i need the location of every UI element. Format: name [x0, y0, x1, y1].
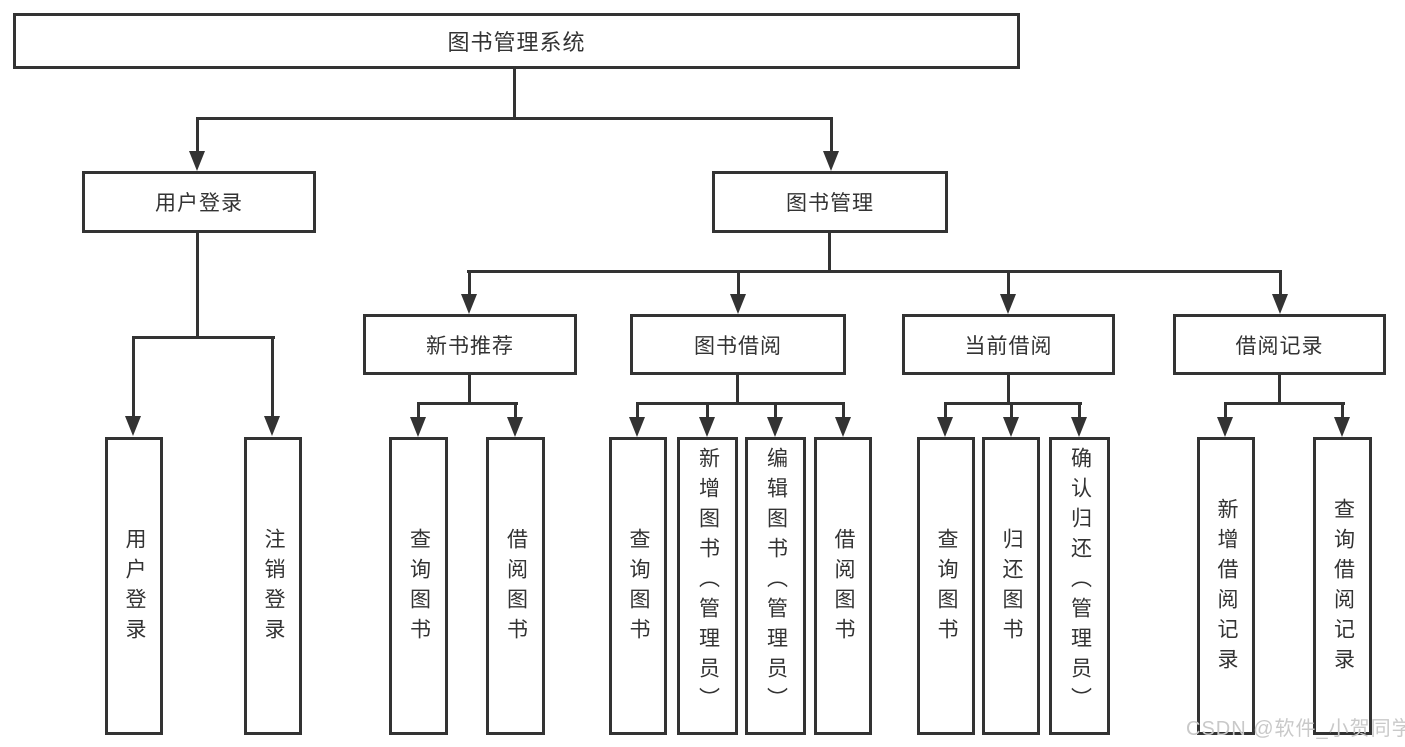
arrow-down-icon [507, 417, 523, 437]
leaf-bookborrow-edit-books-admin-label: 编辑图书（管理员） [764, 447, 788, 717]
connector-currentborrow-stem-1 [944, 402, 947, 418]
leaf-user-login-label: 用户登录 [123, 528, 146, 648]
connector-bookmgmt-hline [467, 270, 1282, 273]
leaf-bookborrow-add-books-admin: 新增图书（管理员） [677, 437, 738, 735]
arrow-down-icon [699, 417, 715, 437]
connector-currentborrow-stem-2 [1010, 402, 1013, 418]
leaf-bookborrow-query-books: 查询图书 [609, 437, 667, 735]
node-current-borrow-label: 当前借阅 [964, 334, 1053, 358]
node-new-book-recommend: 新书推荐 [363, 314, 577, 375]
node-library-system-label: 图书管理系统 [447, 30, 586, 55]
leaf-currentborrow-confirm-return-admin: 确认归还（管理员） [1049, 437, 1110, 735]
leaf-currentborrow-query-books-label: 查询图书 [935, 528, 958, 648]
connector-bookborrow-hline [636, 402, 845, 405]
connector-bookborrow-stem-1 [636, 402, 639, 418]
connector-borrowrecords-stem-2 [1341, 402, 1344, 418]
arrow-down-icon [125, 416, 141, 436]
arrow-down-icon [1217, 417, 1233, 437]
node-book-management-label: 图书管理 [786, 192, 874, 215]
leaf-newbooks-borrow-books: 借阅图书 [486, 437, 545, 735]
leaf-currentborrow-return-books-label: 归还图书 [1000, 528, 1023, 648]
node-new-book-recommend-label: 新书推荐 [426, 334, 514, 358]
leaf-currentborrow-query-books: 查询图书 [917, 437, 975, 735]
arrow-down-icon [1000, 294, 1016, 314]
connector-newbooks-stem-2 [514, 402, 517, 418]
connector-userlogin-stem-1 [132, 336, 135, 417]
node-borrow-records: 借阅记录 [1173, 314, 1386, 375]
arrow-down-icon [1071, 417, 1087, 437]
connector-bookmgmt-stem-1 [468, 270, 471, 295]
arrow-down-icon [1003, 417, 1019, 437]
connector-currentborrow-hline [944, 402, 1082, 405]
node-user-login-label: 用户登录 [155, 192, 243, 215]
connector-bookborrow-stem-2 [706, 402, 709, 418]
node-borrow-records-label: 借阅记录 [1235, 334, 1324, 358]
leaf-logout: 注销登录 [244, 437, 302, 735]
leaf-records-add-record: 新增借阅记录 [1197, 437, 1255, 735]
leaf-bookborrow-query-books-label: 查询图书 [627, 528, 650, 648]
node-user-login: 用户登录 [82, 171, 316, 233]
arrow-down-icon [937, 417, 953, 437]
connector-borrowrecords-vline [1278, 375, 1281, 405]
connector-userlogin-stem-2 [271, 336, 274, 417]
leaf-records-add-record-label: 新增借阅记录 [1215, 498, 1238, 678]
connector-root-vline [513, 69, 516, 119]
arrow-down-icon [189, 151, 205, 171]
arrow-down-icon [461, 294, 477, 314]
connector-bookmgmt-stem-3 [1007, 270, 1010, 295]
arrow-down-icon [264, 416, 280, 436]
connector-currentborrow-stem-3 [1078, 402, 1081, 418]
node-current-borrow: 当前借阅 [902, 314, 1115, 375]
leaf-bookborrow-borrow-books: 借阅图书 [814, 437, 872, 735]
node-library-system: 图书管理系统 [13, 13, 1020, 69]
leaf-bookborrow-borrow-books-label: 借阅图书 [832, 528, 855, 648]
connector-root-hline [196, 117, 833, 120]
arrow-down-icon [1272, 294, 1288, 314]
arrow-down-icon [730, 294, 746, 314]
leaf-logout-label: 注销登录 [262, 528, 285, 648]
csdn-watermark: CSDN @软件_小贺同学 [1186, 718, 1405, 740]
connector-currentborrow-vline [1007, 375, 1010, 405]
leaf-bookborrow-edit-books-admin: 编辑图书（管理员） [745, 437, 806, 735]
leaf-records-query-record-label: 查询借阅记录 [1331, 498, 1355, 678]
node-book-borrow: 图书借阅 [630, 314, 846, 375]
leaf-currentborrow-return-books: 归还图书 [982, 437, 1040, 735]
node-book-borrow-label: 图书借阅 [694, 334, 782, 358]
leaf-bookborrow-add-books-admin-label: 新增图书（管理员） [696, 447, 720, 717]
leaf-user-login: 用户登录 [105, 437, 163, 735]
connector-bookmgmt-vline [828, 233, 831, 273]
connector-root-stem-right [830, 117, 833, 152]
leaf-currentborrow-confirm-return-admin-label: 确认归还（管理员） [1068, 447, 1092, 717]
connector-newbooks-stem-1 [417, 402, 420, 418]
connector-bookborrow-stem-3 [774, 402, 777, 418]
arrow-down-icon [1334, 417, 1350, 437]
connector-borrowrecords-hline [1224, 402, 1345, 405]
connector-newbooks-hline [417, 402, 518, 405]
connector-newbooks-vline [468, 375, 471, 405]
arrow-down-icon [767, 417, 783, 437]
node-book-management: 图书管理 [712, 171, 948, 233]
connector-bookmgmt-stem-4 [1279, 270, 1282, 295]
connector-bookborrow-stem-4 [842, 402, 845, 418]
connector-userlogin-hline [132, 336, 275, 339]
leaf-newbooks-borrow-books-label: 借阅图书 [504, 528, 528, 648]
arrow-down-icon [823, 151, 839, 171]
connector-bookborrow-vline [736, 375, 739, 405]
arrow-down-icon [835, 417, 851, 437]
connector-borrowrecords-stem-1 [1224, 402, 1227, 418]
connector-userlogin-vline [196, 233, 199, 338]
connector-root-stem-left [196, 117, 199, 152]
leaf-newbooks-query-books: 查询图书 [389, 437, 448, 735]
leaf-newbooks-query-books-label: 查询图书 [407, 528, 431, 648]
arrow-down-icon [410, 417, 426, 437]
leaf-records-query-record: 查询借阅记录 [1313, 437, 1372, 735]
arrow-down-icon [629, 417, 645, 437]
connector-bookmgmt-stem-2 [737, 270, 740, 295]
